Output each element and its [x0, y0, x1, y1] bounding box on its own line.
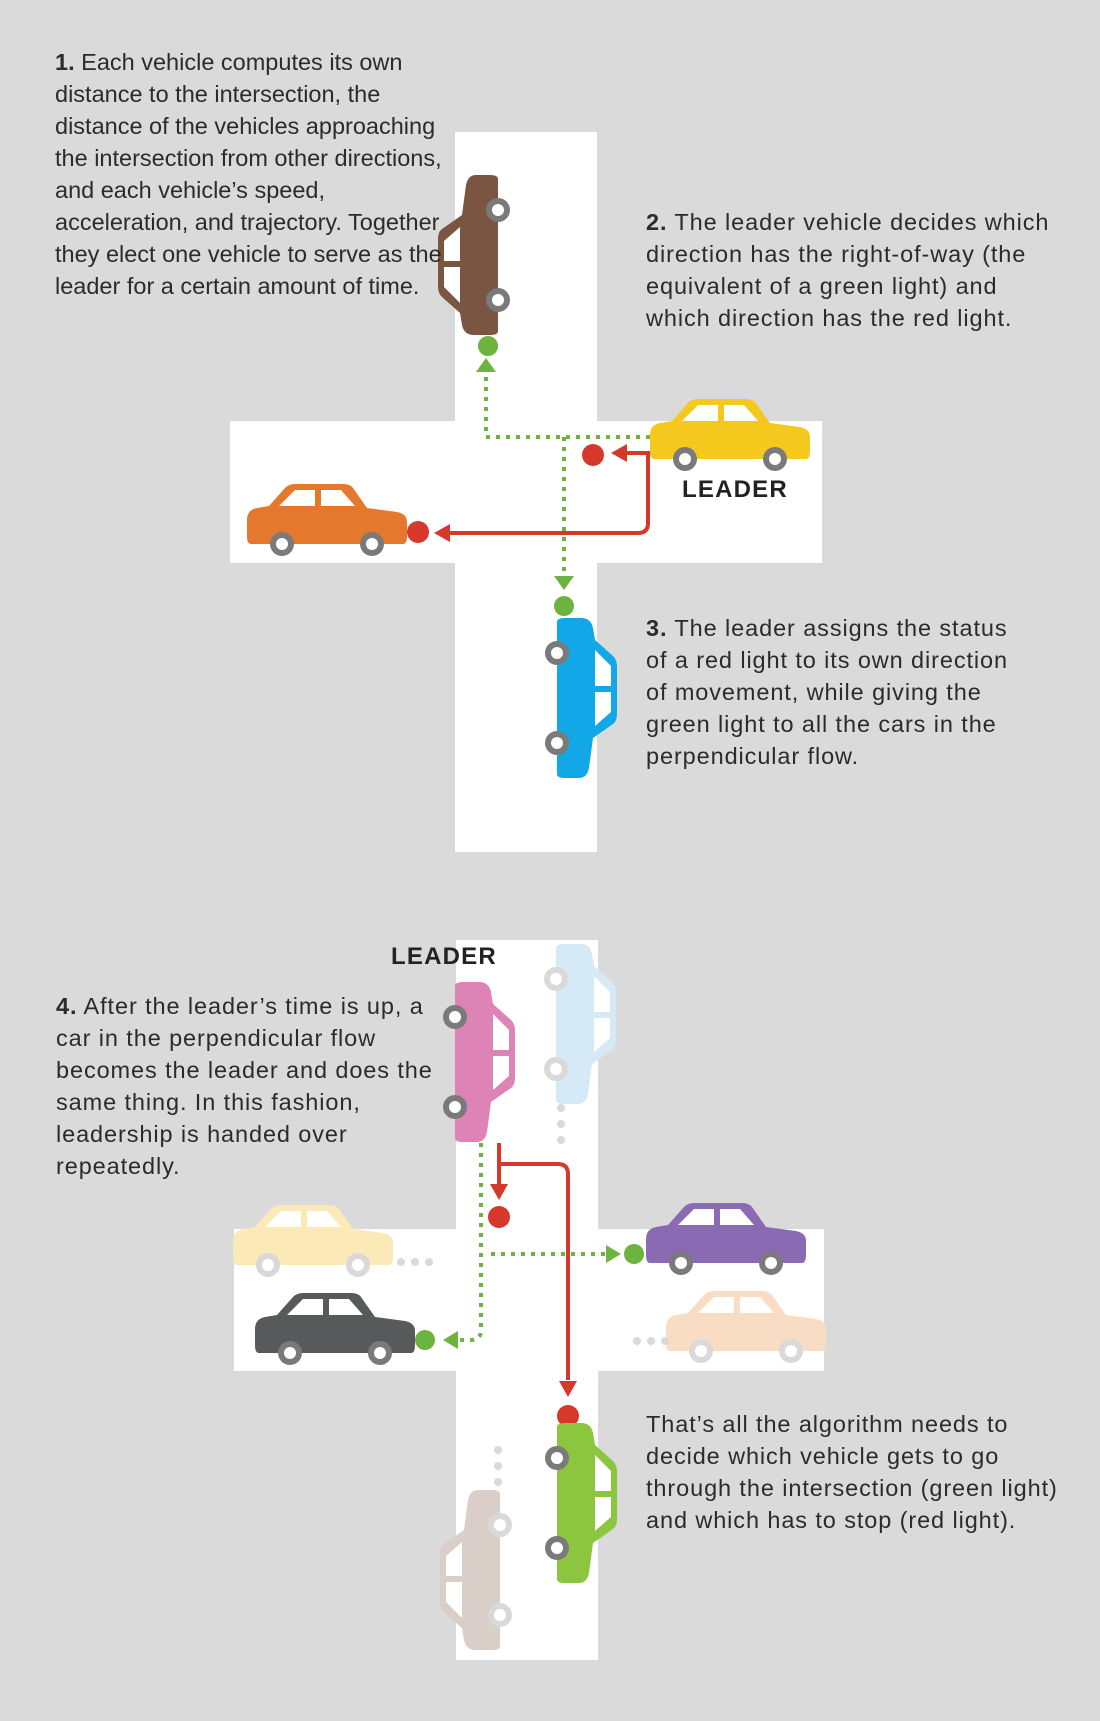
queue-dots-east [633, 1337, 669, 1345]
step-3-number: 3. [646, 615, 668, 641]
green-arrowhead-west [443, 1331, 458, 1349]
red-arrowhead-west [434, 524, 450, 542]
step-1-text: Each vehicle computes its own distance t… [55, 49, 442, 299]
red-signal-dot-south [557, 1405, 579, 1427]
step-3-caption: 3. The leader assigns the status of a re… [646, 612, 1036, 772]
queue-dots-west [397, 1258, 433, 1266]
green-signal-dot-north [478, 336, 498, 356]
red-signal-dot-leader [582, 444, 604, 466]
red-arrowhead-leader-2 [490, 1184, 508, 1200]
green-signal-dot-east [624, 1244, 644, 1264]
green-arrowhead-north [476, 358, 496, 372]
red-arrowhead-leader [611, 444, 627, 462]
queue-dots-north [557, 1104, 565, 1144]
green-arrowhead-south [554, 576, 574, 590]
green-signal-dot-west [415, 1330, 435, 1350]
red-signal-dot-leader-2 [488, 1206, 510, 1228]
red-path-leader-2 [497, 1143, 570, 1380]
queue-dots-south [494, 1446, 502, 1486]
red-signal-dot-west [407, 521, 429, 543]
step-4-caption: 4. After the leader’s time is up, a car … [56, 990, 446, 1182]
step-3-text: The leader assigns the status of a red l… [646, 615, 1008, 769]
leader-label-top: LEADER [682, 476, 788, 503]
step-2-text: The leader vehicle decides which directi… [646, 209, 1050, 331]
step-2-number: 2. [646, 209, 668, 235]
step-1-number: 1. [55, 49, 75, 75]
step-4-text: After the leader’s time is up, a car in … [56, 993, 433, 1179]
conclusion-caption: That’s all the algorithm needs to decide… [646, 1411, 1058, 1533]
green-signal-dot-south [554, 596, 574, 616]
green-path-north [484, 368, 660, 439]
step-1-caption: 1. Each vehicle computes its own distanc… [55, 46, 445, 302]
step-2-caption: 2. The leader vehicle decides which dire… [646, 206, 1066, 334]
green-path-east-west [458, 1143, 608, 1342]
step-4-number: 4. [56, 993, 78, 1019]
leader-label-bottom: LEADER [391, 943, 497, 970]
red-arrowhead-south [559, 1381, 577, 1397]
green-arrowhead-east [606, 1245, 621, 1263]
red-path-leader [448, 451, 654, 535]
